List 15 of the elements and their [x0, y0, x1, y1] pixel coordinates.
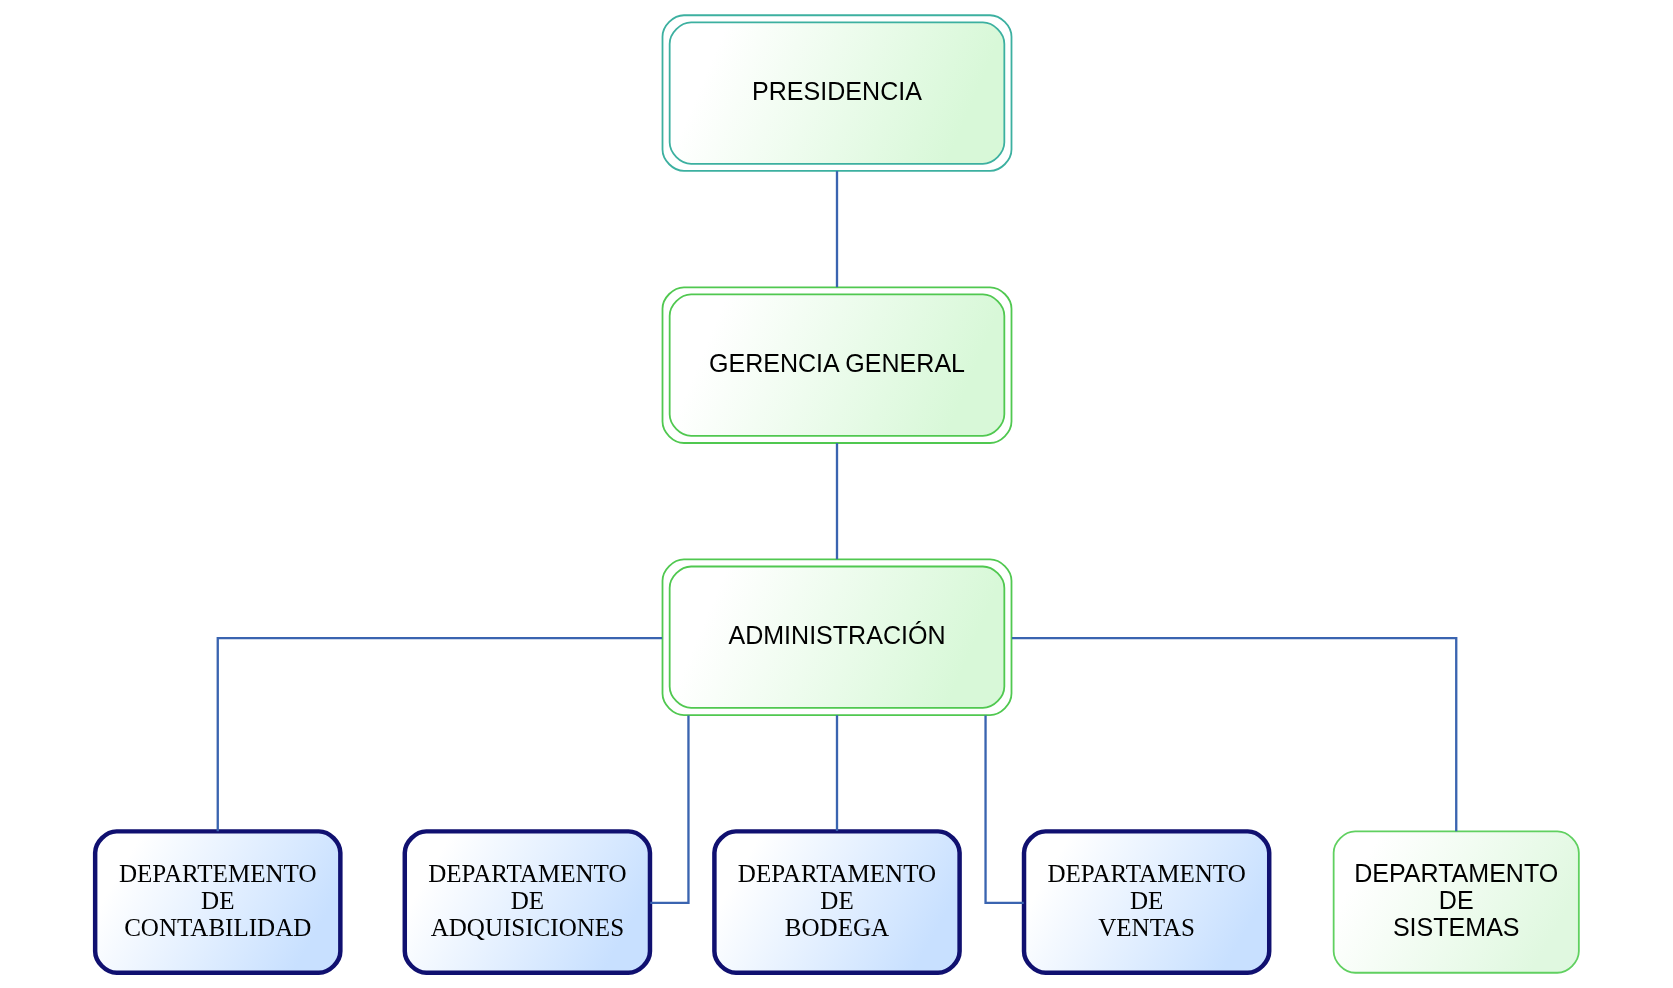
connector — [835, 171, 838, 288]
node-box: DEPARTAMENTO DE BODEGA — [711, 829, 962, 975]
node-box: PRESIDENCIA — [661, 14, 1012, 172]
node-box: DEPARTEMENTO DE CONTABILIDAD — [92, 829, 343, 975]
connector — [835, 443, 838, 560]
connector — [216, 636, 662, 832]
node-box: DEPARTAMENTO DE ADQUISICIONES — [402, 829, 652, 975]
connector — [983, 715, 1024, 905]
node-box: DEPARTAMENTO DE SISTEMAS — [1332, 830, 1580, 974]
node-box: DEPARTAMENTO DE VENTAS — [1021, 829, 1271, 975]
node-box: ADMINISTRACIÓN — [661, 558, 1012, 716]
connector — [649, 715, 690, 905]
connector — [835, 715, 838, 831]
connector — [1011, 636, 1457, 832]
node-box: GERENCIA GENERAL — [661, 286, 1012, 444]
